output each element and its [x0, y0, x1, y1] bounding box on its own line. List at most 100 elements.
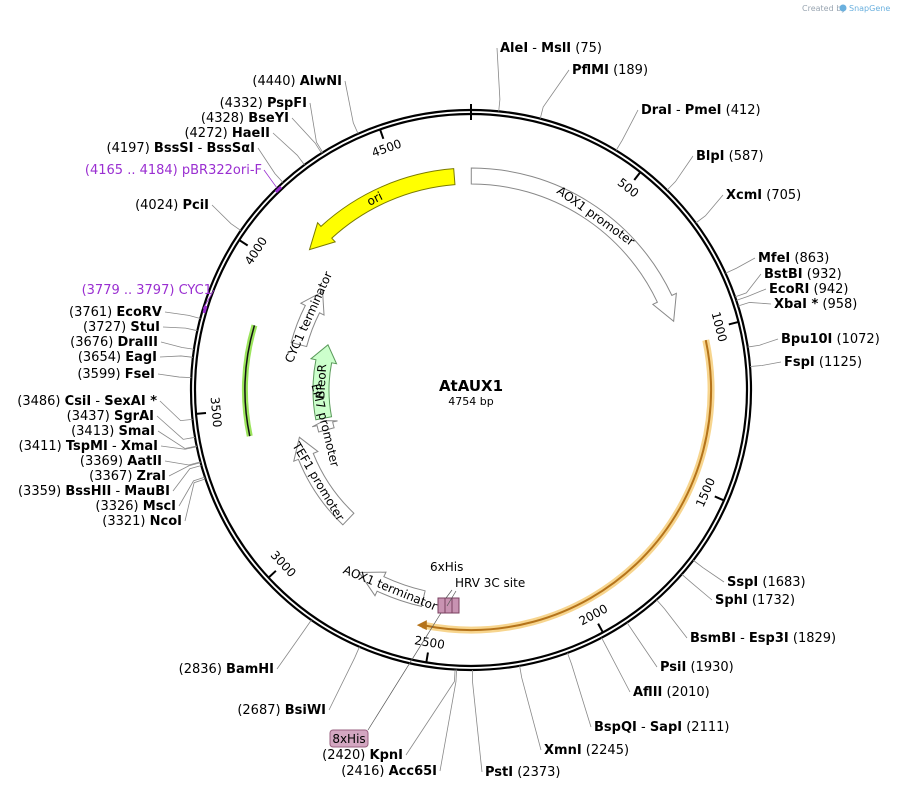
site-label: PstI (2373) [485, 765, 560, 780]
feature-label-aox1-terminator: AOX1 terminator [341, 563, 439, 614]
site-acc65i[interactable]: (2416) Acc65I [341, 669, 457, 779]
site-label: XmnI (2245) [544, 743, 629, 758]
site-leader [211, 204, 242, 231]
hrv-label: HRV 3C site [455, 576, 525, 590]
site-leader [164, 460, 201, 466]
site-alwni[interactable]: (4440) AlwNI [252, 74, 359, 134]
site-fspi[interactable]: FspI (1125) [749, 355, 862, 370]
site-psti[interactable]: PstI (2373) [472, 669, 560, 780]
site-pflmi[interactable]: PflMI (189) [539, 63, 648, 119]
tick-mark [425, 652, 429, 663]
feature-arrow-bleor [309, 344, 338, 421]
site-label: (4332) PspFI [220, 96, 307, 111]
site-ecorv[interactable]: (3761) EcoRV [69, 305, 201, 320]
site-label: (3676) DraIII [70, 335, 158, 350]
site-bspqi[interactable]: BspQI - SapI (2111) [567, 652, 729, 735]
credit: Created by SnapGene [802, 4, 890, 13]
site-label: (3437) SgrAI [67, 409, 154, 424]
site-ecori[interactable]: EcoRI (942) [736, 282, 848, 301]
site-label: (3411) TspMI - XmaI [19, 439, 159, 454]
site-leader [178, 476, 206, 507]
his8-badge [329, 729, 369, 748]
site-label: (2687) BsiWI [237, 703, 326, 718]
site-tspmi[interactable]: (3411) TspMI - XmaI [19, 439, 197, 454]
site-bamhi[interactable]: (2836) BamHI [179, 619, 312, 677]
site-csii[interactable]: (3486) CsiI - SexAI * [17, 394, 193, 422]
site-leader [439, 669, 457, 772]
site-layer: AleI - MslI (75)PflMI (189)DraI - PmeI (… [17, 41, 880, 780]
site-drai[interactable]: DraI - PmeI (412) [615, 103, 761, 151]
site-bseyi[interactable]: (4328) BseYI [201, 111, 322, 154]
center-title: AtAUX1 4754 bp [439, 377, 503, 408]
feature-arrow-em7-promoter [311, 420, 338, 433]
site-sphi[interactable]: SphI (1732) [681, 573, 795, 608]
bleor-orf-arc [244, 325, 256, 437]
site-label: (3359) BssHII - MauBI [18, 484, 170, 499]
site-leader [157, 373, 192, 379]
site-draiii[interactable]: (3676) DraIII [70, 335, 195, 350]
site-mfei[interactable]: MfeI (863) [725, 251, 829, 274]
site-blpi[interactable]: BlpI (587) [666, 149, 764, 191]
site-xbai-[interactable]: XbaI * (958) [737, 297, 857, 312]
site-zrai[interactable]: (3367) ZraI [89, 462, 201, 484]
site-aatii[interactable]: (3369) AatII [80, 454, 201, 469]
primer-pbr322ori-f[interactable]: (4165 .. 4184) pBR322ori-F [85, 163, 283, 194]
site-label: EcoRI (942) [769, 282, 848, 297]
tick-label: 3500 [208, 396, 225, 428]
site-leader [159, 400, 193, 422]
site-leader [184, 478, 206, 522]
site-xcmi[interactable]: XcmI (705) [695, 188, 801, 224]
site-msci[interactable]: (3326) MscI [95, 476, 206, 514]
primer-leader [263, 169, 278, 189]
site-sgrai[interactable]: (3437) SgrAI [67, 409, 196, 440]
site-bstbi[interactable]: BstBI (932) [734, 267, 842, 298]
site-leader [695, 194, 724, 224]
site-bsiwi[interactable]: (2687) BsiWI [237, 646, 360, 718]
site-fsei[interactable]: (3599) FseI [77, 367, 192, 382]
site-label: FspI (1125) [784, 355, 862, 370]
site-label: (4272) HaeII [184, 126, 270, 141]
site-psii[interactable]: PsiI (1930) [626, 622, 734, 675]
site-label: XbaI * (958) [774, 297, 857, 312]
site-bpu10i[interactable]: Bpu10I (1072) [747, 332, 880, 348]
site-bsshii[interactable]: (3359) BssHII - MauBI [18, 465, 202, 499]
map-title: AtAUX1 [439, 377, 503, 395]
site-label: Bpu10I (1072) [781, 332, 880, 347]
site-ncoi[interactable]: (3321) NcoI [102, 478, 206, 529]
site-label: (4328) BseYI [201, 111, 289, 126]
site-leader [681, 573, 713, 601]
site-sspi[interactable]: SspI (1683) [693, 559, 806, 590]
tick-mark [633, 171, 642, 181]
his6-label: 6xHis [430, 560, 463, 574]
site-alei[interactable]: AleI - MslI (75) [496, 41, 602, 112]
primer-leader [202, 289, 215, 310]
site-bsmbi[interactable]: BsmBI - Esp3I (1829) [656, 599, 837, 646]
site-leader [666, 155, 694, 191]
site-bsssi[interactable]: (4197) BssSI - BssSαI [107, 141, 284, 183]
site-label: (4440) AlwNI [252, 74, 342, 89]
site-leader [328, 646, 360, 711]
tick-mark [238, 239, 249, 247]
orf-arrow-icon [416, 620, 427, 631]
site-pcii[interactable]: (4024) PciI [135, 198, 242, 231]
site-leader [615, 109, 639, 151]
feature-arrow-aox1-promoter [470, 167, 677, 323]
tick-label: 4000 [242, 234, 270, 267]
site-xmni[interactable]: XmnI (2245) [519, 665, 629, 758]
site-eagi[interactable]: (3654) EagI [78, 350, 193, 365]
primer-cyc1[interactable]: (3779 .. 3797) CYC1 [82, 283, 215, 314]
site-pspfi[interactable]: (4332) PspFI [220, 96, 324, 153]
site-smai[interactable]: (3413) SmaI [71, 424, 197, 449]
site-haeii[interactable]: (4272) HaeII [184, 126, 305, 166]
site-kpni[interactable]: (2420) KpnI [322, 669, 456, 763]
site-label: (3486) CsiI - SexAI * [17, 394, 157, 409]
site-stui[interactable]: (3727) StuI [83, 320, 198, 335]
site-aflii[interactable]: AflII (2010) [601, 637, 710, 700]
site-label: BlpI (587) [696, 149, 764, 164]
tick-label: 1000 [709, 310, 730, 343]
site-leader [567, 652, 592, 728]
site-label: AflII (2010) [633, 685, 710, 700]
site-leader [725, 257, 756, 274]
tick-mark [714, 495, 725, 502]
